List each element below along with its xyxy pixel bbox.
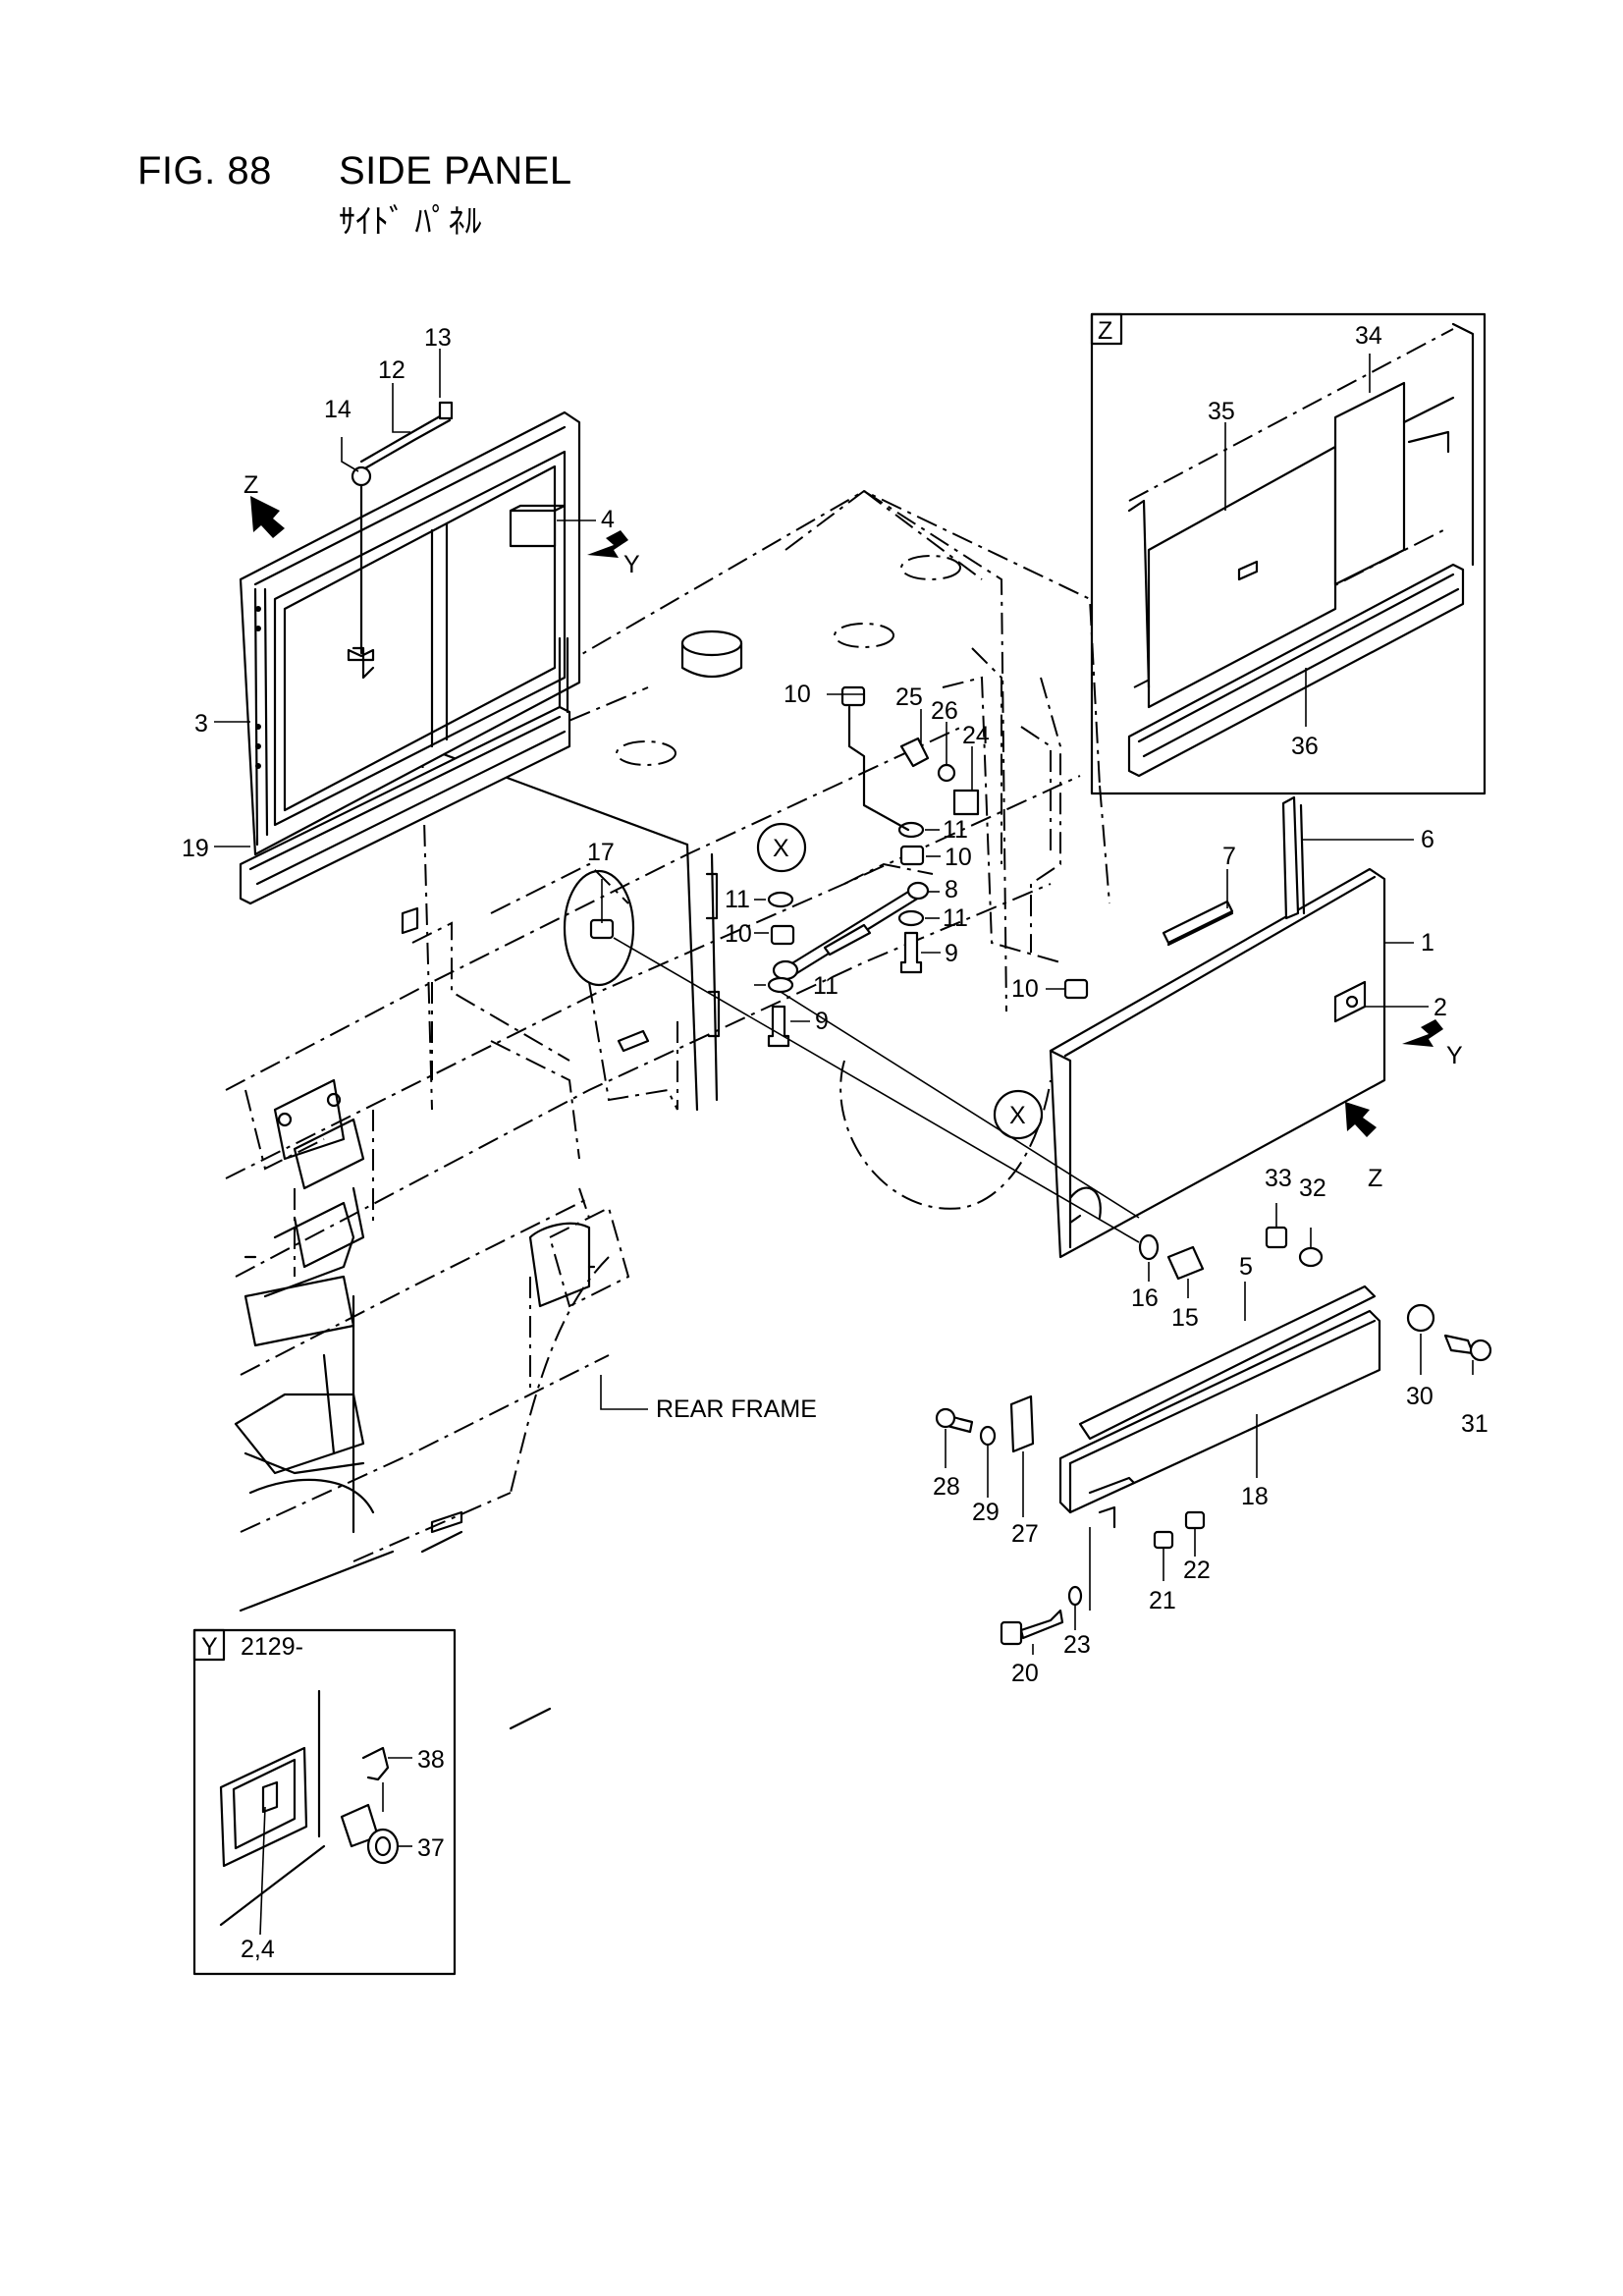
callout: 11 (943, 904, 968, 932)
callout: 2,4 (241, 1936, 275, 1963)
view-y-inset: Y 2129- (192, 1628, 457, 1976)
callout: 16 (1131, 1285, 1159, 1312)
callout: 1 (1421, 929, 1434, 957)
parts-6-7 (1162, 795, 1306, 947)
callout: 35 (1208, 398, 1235, 425)
callout: 3 (194, 710, 208, 738)
side-panel-part-1 (1049, 867, 1386, 1259)
stay-parts-12-13-14 (347, 401, 454, 662)
callout: 9 (815, 1008, 829, 1035)
callout-numbers: 13 12 14 Z 4 Y 3 19 17 10 25 26 24 11 10… (182, 322, 1488, 1963)
callout: 10 (725, 920, 752, 948)
callout: 30 (1406, 1383, 1434, 1410)
callout: 24 (962, 722, 990, 749)
callout: 18 (1241, 1483, 1269, 1510)
callout: 12 (378, 356, 406, 384)
callout: 9 (945, 940, 958, 967)
view-x-label: X (773, 835, 789, 862)
door-frame-part-3 (239, 410, 581, 856)
view-z-arrow-label: Z (1368, 1165, 1382, 1192)
view-z-inset: Z (1090, 312, 1487, 795)
callout: 15 (1171, 1304, 1199, 1332)
callout: 13 (424, 324, 452, 352)
callout: 17 (587, 839, 615, 866)
figure-number: FIG. 88 (137, 149, 272, 192)
callout: 7 (1222, 843, 1236, 870)
view-y-serial: 2129- (241, 1633, 303, 1661)
callout: 33 (1265, 1165, 1292, 1192)
callout: 27 (1011, 1520, 1039, 1548)
callout: 14 (324, 396, 352, 423)
callout: 10 (1011, 975, 1039, 1003)
callout: 34 (1355, 322, 1382, 350)
callout: 5 (1239, 1253, 1253, 1281)
callout: 4 (601, 506, 615, 533)
seal-strip-part-19 (239, 636, 571, 905)
lower-rail-parts-5-18 (1058, 1285, 1381, 1529)
view-y-label: Y (201, 1633, 218, 1661)
callout: 23 (1063, 1631, 1091, 1659)
rear-frame-label: REAR FRAME (656, 1395, 817, 1423)
callout: 32 (1299, 1175, 1326, 1202)
figure-title: SIDE PANEL (339, 149, 572, 192)
callout: 36 (1291, 733, 1319, 760)
callout: 25 (895, 683, 923, 711)
view-x-label: X (1009, 1102, 1026, 1129)
callout: 10 (784, 681, 811, 708)
leader-lines (214, 349, 1474, 1847)
callout: 31 (1461, 1410, 1488, 1438)
callout: 6 (1421, 826, 1434, 853)
rear-frame-outline (225, 489, 1110, 1730)
callout: 10 (945, 844, 972, 871)
callout: 28 (933, 1473, 960, 1501)
callout: 29 (972, 1499, 1000, 1526)
view-y-arrow-label: Y (623, 551, 640, 578)
hardware (589, 685, 1492, 1646)
figure-title-japanese: ｻｲﾄﾞ ﾊﾟﾈﾙ (339, 203, 482, 241)
callout: 38 (417, 1746, 445, 1774)
callout: 20 (1011, 1660, 1039, 1687)
callout: 26 (931, 697, 958, 725)
callout: 22 (1183, 1557, 1211, 1584)
callout: 11 (943, 816, 968, 844)
view-y-arrow-label: Y (1446, 1042, 1463, 1069)
callout: 11 (813, 972, 839, 1000)
callout: 2 (1434, 994, 1447, 1021)
callout: 11 (725, 886, 750, 913)
direction-arrows (250, 496, 1443, 1137)
view-z-label: Z (1098, 317, 1112, 345)
callout: 8 (945, 876, 958, 903)
callout: 19 (182, 835, 209, 862)
view-z-arrow-label: Z (243, 471, 258, 499)
callout: 37 (417, 1834, 445, 1862)
view-x-markers: X X (756, 822, 1044, 1140)
callout: 21 (1149, 1587, 1176, 1614)
